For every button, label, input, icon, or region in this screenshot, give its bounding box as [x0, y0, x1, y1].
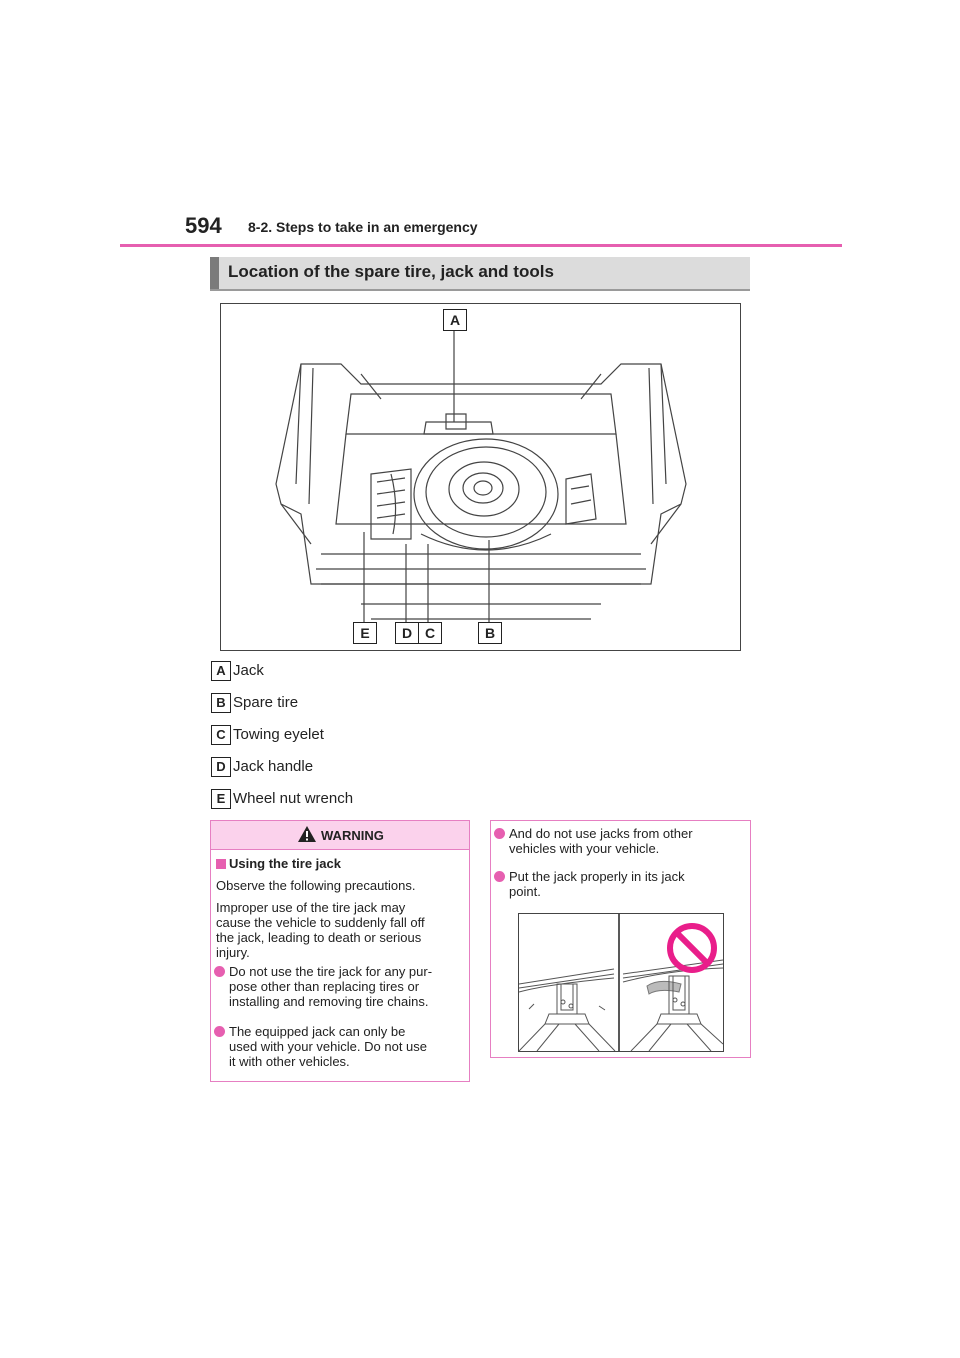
warning-continuation-box: And do not use jacks from other vehicles…: [490, 820, 751, 1058]
jack-point-illustration: [518, 913, 724, 1052]
bullet-line: used with your vehicle. Do not use: [229, 1039, 427, 1054]
callout-c: C: [418, 622, 442, 644]
legend-label: Jack: [233, 662, 264, 679]
legend-key: E: [211, 789, 231, 809]
warning-subheading: Using the tire jack: [229, 856, 341, 871]
trunk-drawing: [275, 328, 687, 622]
section-heading: Location of the spare tire, jack and too…: [210, 257, 750, 291]
bullet-line: Do not use the tire jack for any pur-: [229, 964, 433, 979]
warning-paragraph-line: Improper use of the tire jack may: [216, 900, 406, 915]
warning-intro: Observe the following precautions.: [216, 878, 416, 893]
bullet-line: pose other than replacing tires or: [229, 979, 420, 994]
bullet-line: point.: [509, 884, 541, 899]
section-title: 8-2. Steps to take in an emergency: [248, 219, 478, 235]
prohibited-icon: [667, 923, 717, 973]
bullet-icon: [494, 871, 505, 882]
bullet-line: vehicles with your vehicle.: [509, 841, 660, 856]
warning-paragraph-line: injury.: [216, 945, 250, 960]
bullet-line: installing and removing tire chains.: [229, 994, 429, 1009]
section-heading-text: Location of the spare tire, jack and too…: [228, 262, 554, 281]
subheading-square-icon: [216, 859, 226, 869]
warning-box: WARNING Using the tire jack Observe the …: [210, 820, 470, 1082]
legend-key: C: [211, 725, 231, 745]
warning-title: WARNING: [321, 828, 384, 843]
callout-b: B: [478, 622, 502, 644]
warning-header: WARNING: [211, 821, 469, 850]
trunk-illustration: A E D C B: [220, 303, 741, 651]
bullet-icon: [214, 966, 225, 977]
bullet-line: The equipped jack can only be: [229, 1024, 406, 1039]
warning-triangle-icon: [298, 826, 316, 842]
legend-key: D: [211, 757, 231, 777]
warning-paragraph-line: the jack, leading to death or serious: [216, 930, 422, 945]
legend-key: A: [211, 661, 231, 681]
page-number: 594: [185, 213, 222, 238]
callout-a: A: [443, 309, 467, 331]
bullet-icon: [494, 828, 505, 839]
bullet-line: Put the jack properly in its jack: [509, 869, 685, 884]
header-rule: [120, 244, 842, 247]
warning-paragraph-line: cause the vehicle to suddenly fall off: [216, 915, 425, 930]
jack-point-drawing: [518, 914, 724, 1052]
legend-label: Spare tire: [233, 694, 299, 711]
bullet-icon: [214, 1026, 225, 1037]
bullet-line: it with other vehicles.: [229, 1054, 350, 1069]
legend-label: Wheel nut wrench: [233, 790, 354, 807]
legend-label: Towing eyelet: [233, 726, 324, 743]
legend-label: Jack handle: [233, 758, 314, 775]
legend-key: B: [211, 693, 231, 713]
heading-bar: [210, 257, 219, 289]
bullet-line: And do not use jacks from other: [509, 826, 693, 841]
callout-e: E: [353, 622, 377, 644]
callout-d: D: [395, 622, 419, 644]
